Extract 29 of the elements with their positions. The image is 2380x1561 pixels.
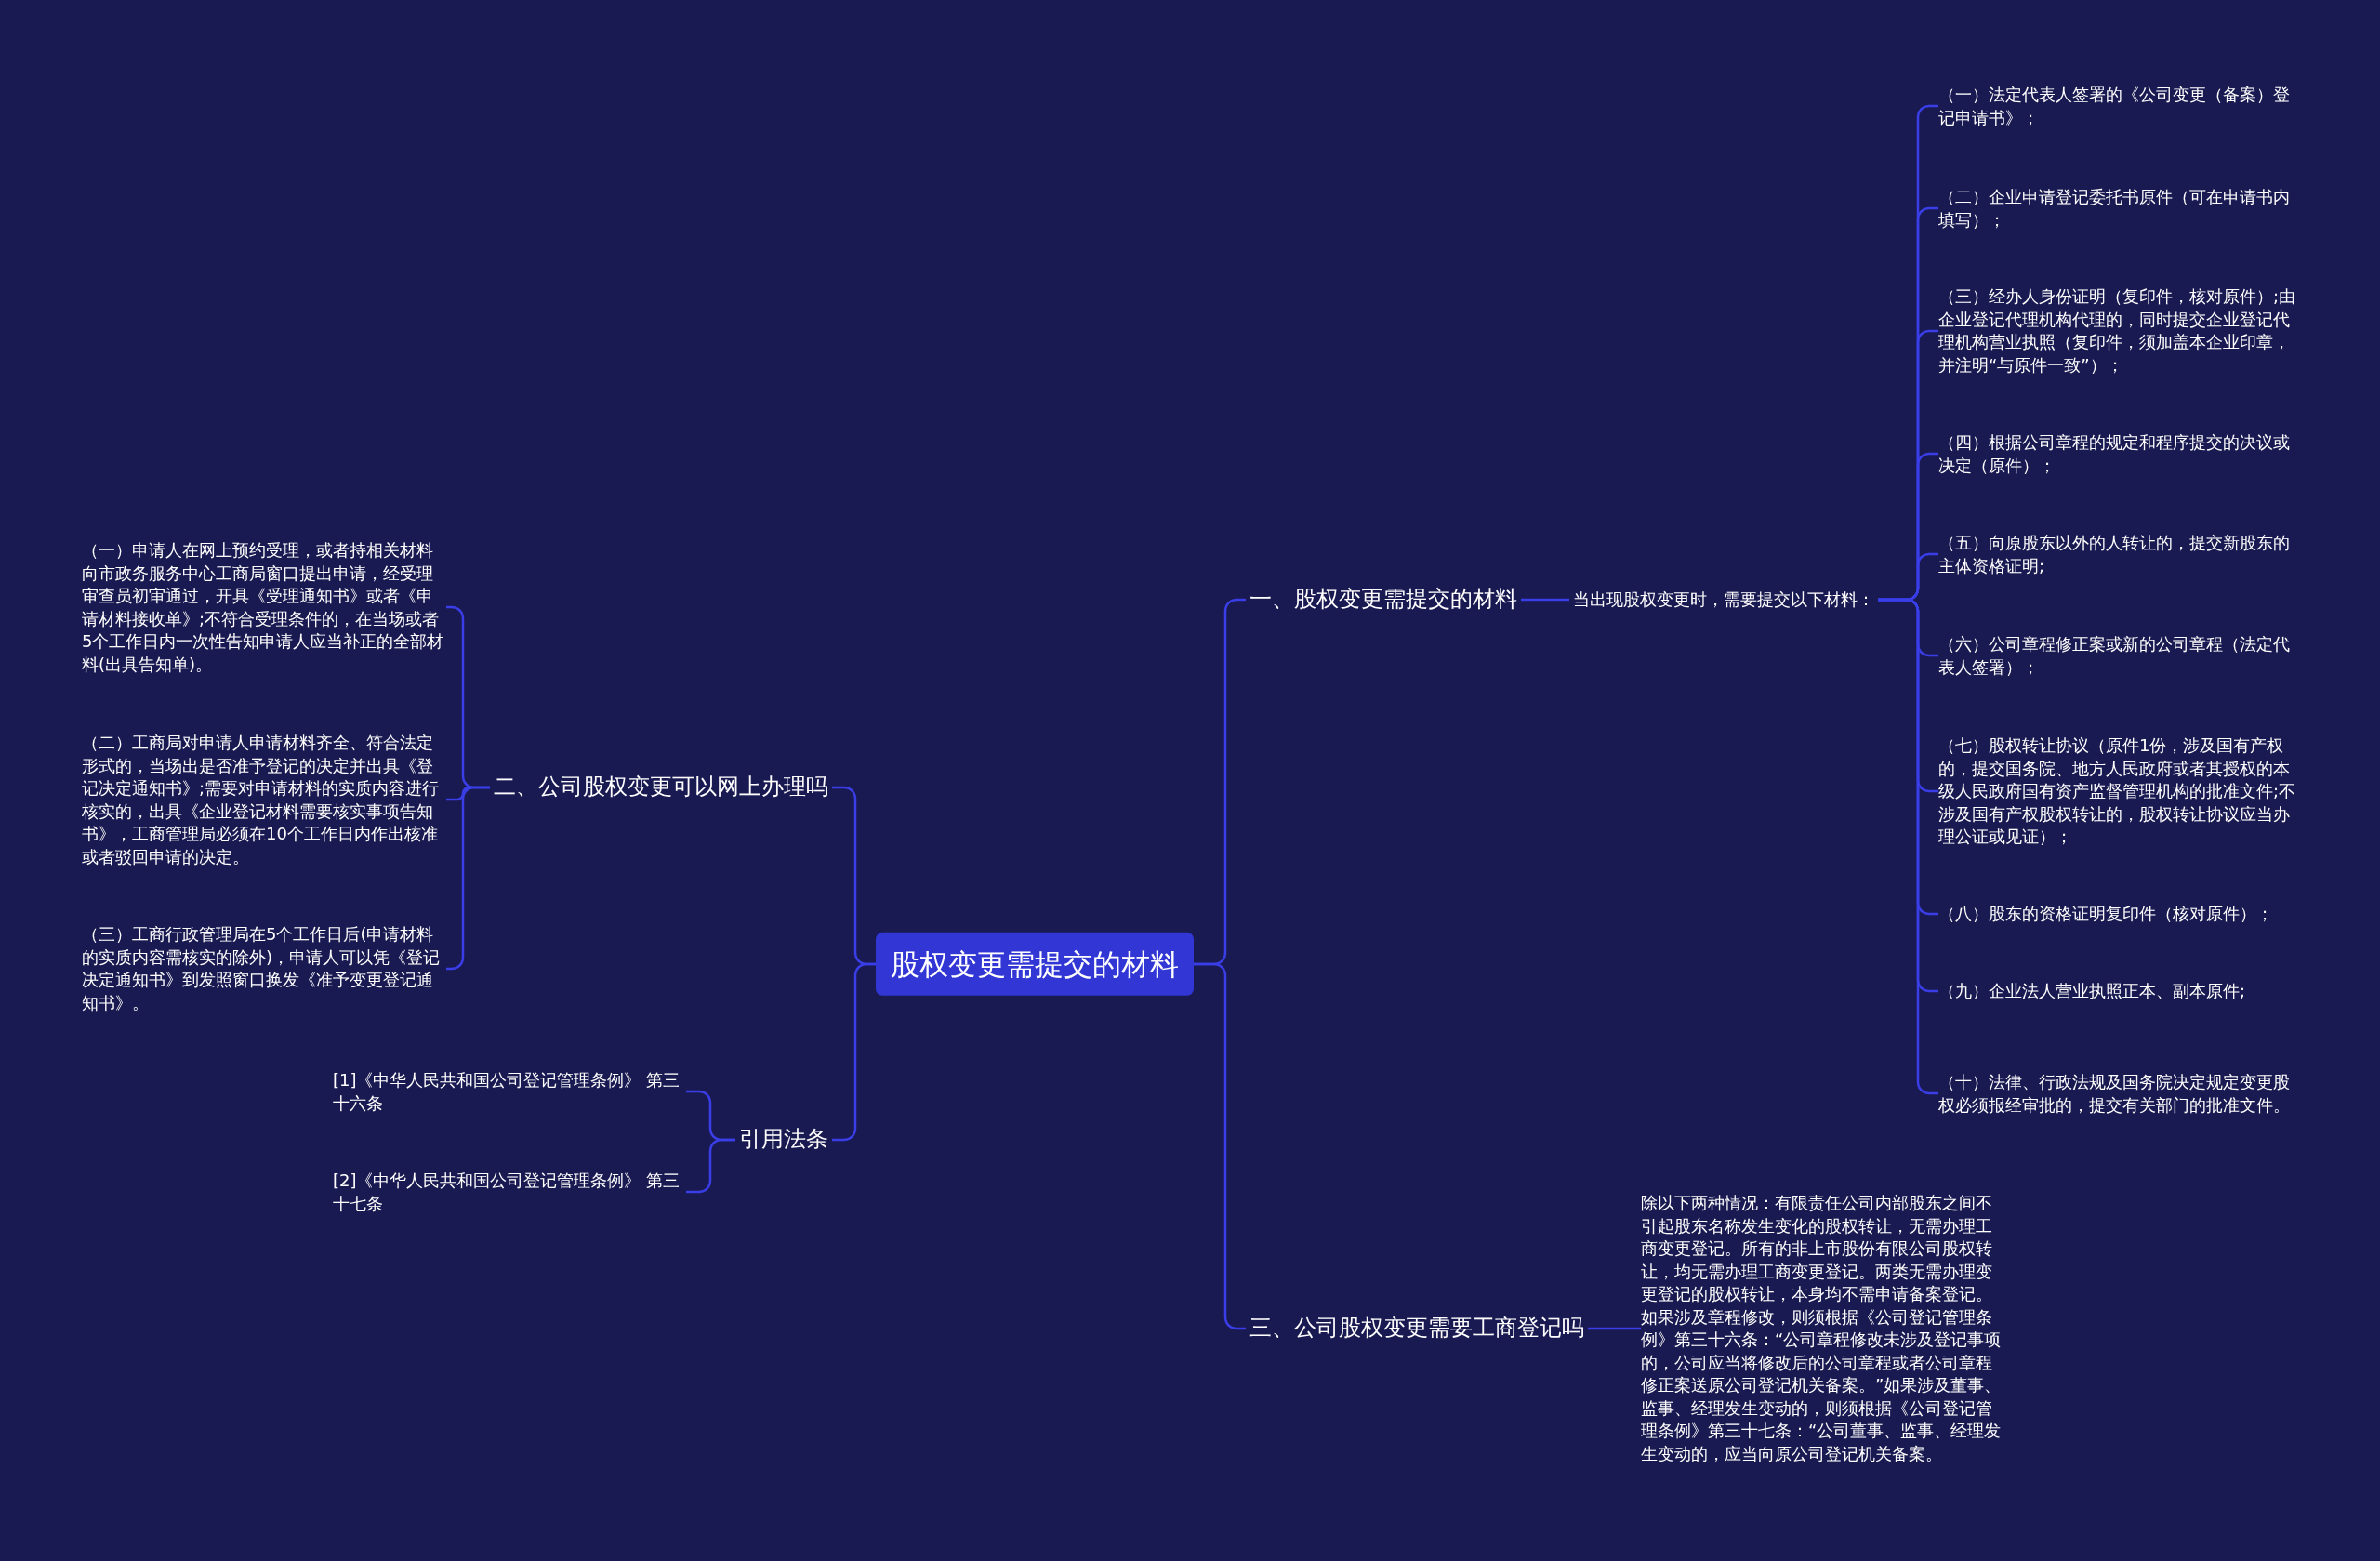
leaf-text: （四）根据公司章程的规定和程序提交的决议或决定（原件）； [1938, 429, 2306, 479]
leaf-text: （五）向原股东以外的人转让的，提交新股东的主体资格证明; [1938, 529, 2306, 579]
leaf-text: （三）经办人身份证明（复印件，核对原件）;由企业登记代理机构代理的，同时提交企业登记代理机构营业执照（复印件，须加盖本企业印章，并注明“与原件一致”）； [1938, 284, 2306, 378]
connector-line [1194, 962, 1246, 1330]
connector-line [832, 962, 876, 1142]
leaf-text: （三）工商行政管理局在5个工作日后(申请材料的实质内容需核实的除外)，申请人可以凭《登记决定通知书》到发照窗口换发《准予变更登记通知书》。 [82, 921, 446, 1016]
connector-line [1588, 1327, 1641, 1330]
leaf-text: （七）股权转让协议（原件1份，涉及国有产权的，提交国务院、地方人民政府或者其授权的本级人民政府国有资产监督管理机构的批准文件;不涉及国有产权股权转让的，股权转让协议应当办理公证或见证）； [1938, 732, 2306, 851]
leaf-text: （十）法律、行政法规及国务院决定规定变更股权必须报经审批的，提交有关部门的批准文件。 [1938, 1068, 2306, 1118]
connector-line [446, 786, 490, 971]
leaf-text: （二）工商局对申请人申请材料齐全、符合法定形式的，当场出是否准予登记的决定并出具《登记决定通知书》;需要对申请材料的实质内容进行核实的，出具《企业登记材料需要核实事项告知书》，工商管理局必须在10个工作日内作出核准或者驳回申请的决定。 [82, 729, 446, 870]
leaf-text: （二）企业申请登记委托书原件（可在申请书内填写）； [1938, 183, 2306, 233]
branch-topic: 二、公司股权变更可以网上办理吗 [490, 771, 832, 804]
leaf-text: [1]《中华人民共和国公司登记管理条例》 第三十六条 [333, 1066, 686, 1117]
leaf-text: （一）申请人在网上预约受理，或者持相关材料向市政务服务中心工商局窗口提出申请，经受理审查员初审通过，开具《受理通知书》或者《申请材料接收单》;不符合受理条件的，在当场或者5个工作日内一次性告知申请人应当补正的全部材料(出具告知单)。 [82, 536, 446, 678]
subtopic-text: 当出现股权变更时，需要提交以下材料： [1569, 587, 1878, 613]
leaf-text: （六）公司章程修正案或新的公司章程（法定代表人签署）； [1938, 630, 2306, 681]
central-topic-box: 股权变更需提交的材料 [876, 932, 1194, 997]
leaf-text: [2]《中华人民共和国公司登记管理条例》 第三十七条 [333, 1167, 686, 1217]
branch-topic: 三、公司股权变更需要工商登记吗 [1246, 1312, 1588, 1345]
connector-line [686, 1138, 735, 1194]
leaf-text: （一）法定代表人签署的《公司变更（备案）登记申请书》； [1938, 81, 2306, 131]
branch-topic: 引用法条 [735, 1123, 832, 1157]
connector-line [1521, 598, 1569, 602]
leaf-text: （九）企业法人营业执照正本、副本原件; [1938, 977, 2306, 1005]
branch-topic: 一、股权变更需提交的材料 [1246, 583, 1521, 616]
leaf-text: （八）股东的资格证明复印件（核对原件）； [1938, 900, 2306, 928]
leaf-text: 除以下两种情况：有限责任公司内部股东之间不引起股东名称发生变化的股权转让，无需办理工商变更登记。所有的非上市股份有限公司股权转让，均无需办理工商变更登记。两类无需办理变更登记的股权转让，本身均不需申请备案登记。如果涉及章程修改，则须根据《公司登记管理条例》第三十六条：“公司章程修改未涉及登记事项的，公司应当将修改后的公司章程或者公司章程修正案送原公司登记机关备案。”如果涉及董事、监事、经理发生变动的，则须根据《公司登记管理条例》第三十七条：“公司董事、监事、经理发生变动的，应当向原公司登记机关备案。 [1641, 1190, 2003, 1467]
connector-line [1878, 598, 1938, 1095]
